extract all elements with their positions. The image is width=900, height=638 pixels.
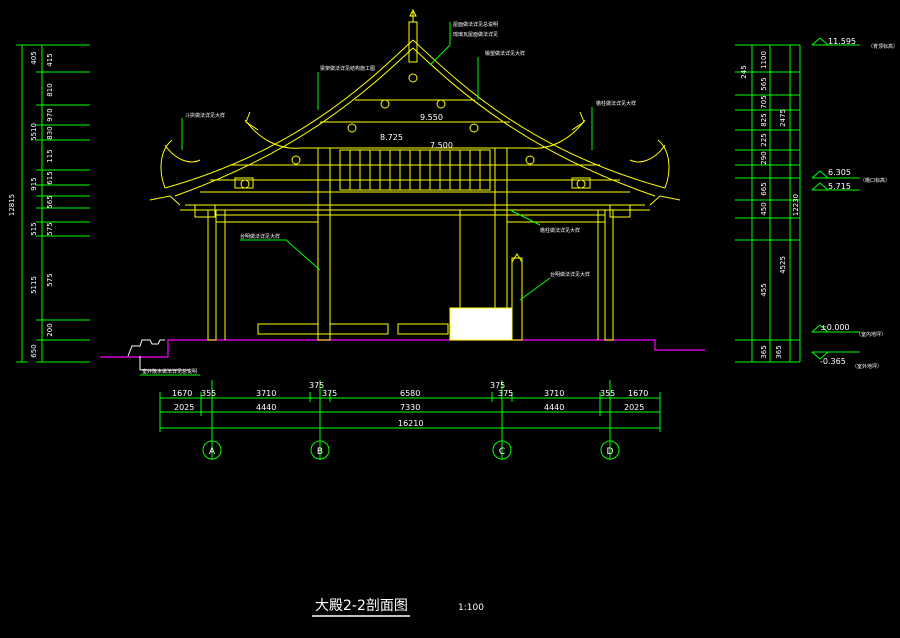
hatched-plinth	[449, 307, 513, 341]
left-dim-segment: 575	[46, 273, 54, 286]
drawing-title: 大殿2-2剖面图	[315, 598, 408, 614]
inner-level-text: 9.550 8.725 7.500	[380, 113, 453, 150]
dim-value: 375	[498, 389, 513, 398]
axis-label: B	[317, 447, 323, 457]
level-value: 6.305	[828, 168, 851, 177]
dim-value: 375	[309, 381, 324, 390]
left-dim-segment: 415	[46, 53, 54, 66]
left-dim-segment: 575	[46, 222, 54, 235]
dim-value: 355	[201, 389, 216, 398]
right-dim-segment: 705	[760, 95, 768, 108]
right-dim-segment: 825	[760, 113, 768, 126]
dim-value: 1670	[628, 389, 648, 398]
annotation-text: 屋面做法详见总说明 琉璃瓦屋面做法详见 梁架做法详见结构施工图 椽望做法详见大样…	[142, 21, 636, 375]
left-dim-segment: 650	[30, 344, 38, 357]
right-dim-segment: 365	[775, 345, 783, 358]
left-dim-group: 5115	[30, 276, 38, 294]
level-value: -0.365	[820, 357, 846, 366]
annotation: 屋面做法详见总说明	[453, 21, 498, 28]
annotation: 梁架做法详见结构施工图	[320, 65, 375, 72]
dim-value: 3710	[256, 389, 276, 398]
right-dimension-text: 12230 2475 4525 245 1100 565 705 825 225…	[740, 51, 800, 359]
axis-labels: A B C D	[209, 447, 614, 457]
annotation: 斗拱做法详见大样	[185, 112, 225, 119]
right-dim-segment: 455	[760, 283, 768, 296]
inner-level: 9.550	[420, 113, 443, 122]
level-note: （室外地坪）	[852, 363, 882, 370]
level-value: 11.595	[828, 37, 856, 46]
annotation: 室外散水做法详见总说明	[142, 368, 197, 375]
dim-value: 4440	[256, 403, 276, 412]
left-dim-segment: 970	[46, 108, 54, 121]
level-value: 5.715	[828, 182, 851, 191]
right-dim-segment: 290	[760, 151, 768, 164]
right-dim-segment: 225	[760, 133, 768, 146]
bottom-dimension-lines	[159, 380, 661, 460]
dim-value: 355	[600, 389, 615, 398]
annotation: 台明做法详见大样	[240, 233, 280, 240]
annotation: 琉璃瓦屋面做法详见	[453, 31, 498, 38]
dim-value: 375	[490, 381, 505, 390]
right-dim-segment: 365	[760, 345, 768, 358]
level-value: ±0.000	[820, 323, 850, 332]
dim-value: 1670	[172, 389, 192, 398]
axis-label: A	[209, 447, 216, 457]
dim-value: 4440	[544, 403, 564, 412]
right-dim-group: 4525	[779, 256, 787, 274]
right-dim-total: 12230	[792, 194, 800, 216]
building-section	[149, 8, 681, 341]
left-dim-segment: 200	[46, 323, 54, 336]
dim-value: 3710	[544, 389, 564, 398]
left-dim-total: 12815	[8, 194, 16, 216]
right-dim-segment: 565	[760, 77, 768, 90]
level-markers	[811, 37, 860, 360]
inner-level: 7.500	[430, 141, 453, 150]
left-dim-segment: 615	[46, 171, 54, 184]
axis-label: C	[499, 447, 505, 457]
dim-value: 6580	[400, 389, 420, 398]
left-dim-segment: 115	[46, 149, 54, 162]
left-dim-segment: 810	[46, 83, 54, 96]
dim-value: 375	[322, 389, 337, 398]
right-dim-segment: 1100	[760, 51, 768, 69]
right-dim-segment: 245	[740, 65, 748, 78]
ground-line	[100, 339, 705, 358]
left-dimension-chain	[16, 44, 90, 363]
left-dim-segment: 830	[46, 126, 54, 139]
left-dim-segment: 565	[46, 195, 54, 208]
left-dim-segment: 405	[30, 51, 38, 64]
left-dim-group: 5510	[30, 123, 38, 141]
level-note: （室内地坪）	[856, 331, 886, 338]
level-note: （檐口标高）	[860, 177, 890, 184]
annotation: 檐柱做法详见大样	[540, 227, 580, 234]
axis-bubbles	[202, 440, 620, 460]
left-dim-group: 915	[30, 177, 38, 190]
annotation: 檐柱做法详见大样	[596, 100, 636, 107]
dim-value: 2025	[174, 403, 194, 412]
level-text: 11.595 （脊顶标高） 6.305 （檐口标高） 5.715 ±0.000 …	[820, 37, 898, 370]
inner-level: 8.725	[380, 133, 403, 142]
dim-total: 16210	[398, 419, 423, 428]
right-dim-segment: 665	[760, 182, 768, 195]
left-step-detail	[127, 339, 190, 371]
annotation: 台明做法详见大样	[550, 271, 590, 278]
dim-value: 2025	[624, 403, 644, 412]
right-dim-segment: 450	[760, 202, 768, 215]
dim-value: 7330	[400, 403, 420, 412]
bottom-dimension-text: 1670 355 3710 375 375 6580 375 375 3710 …	[172, 381, 648, 428]
right-dim-group: 2475	[779, 109, 787, 127]
axis-label: D	[607, 447, 614, 457]
annotation: 椽望做法详见大样	[485, 50, 525, 57]
drawing-scale: 1:100	[458, 603, 484, 613]
left-dim-group: 515	[30, 222, 38, 235]
annotation-leaders	[140, 22, 593, 376]
left-dimension-text: 12815 405 5510 915 515 5115 650 415 810 …	[8, 51, 54, 357]
right-dimension-chain	[735, 44, 801, 363]
level-note: （脊顶标高）	[868, 43, 898, 50]
